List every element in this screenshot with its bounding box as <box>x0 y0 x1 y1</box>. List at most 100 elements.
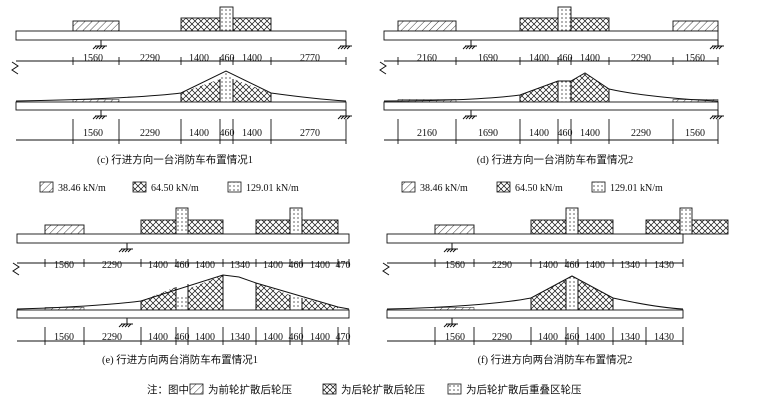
legend-swatch-cross <box>132 181 147 193</box>
rear-wheel-load-block-right-2 <box>691 219 729 235</box>
break-symbol <box>379 61 387 75</box>
dim-label: 2160 <box>417 128 437 139</box>
dim-label: 2290 <box>140 128 160 139</box>
rear-wheel-load-block-right <box>187 219 224 235</box>
legend-swatch-dots <box>227 181 242 193</box>
dim-label: 1400 <box>242 128 262 139</box>
dim-label: 2290 <box>492 332 512 343</box>
support-fixed-left <box>118 243 133 253</box>
rear-wheel-load-block-right <box>232 17 272 32</box>
dim-label: 2290 <box>631 128 651 139</box>
dim-label: 1340 <box>230 260 250 271</box>
rear-diffusion-left-2 <box>256 283 290 310</box>
support-fixed-left-lower <box>462 110 477 120</box>
break-symbol <box>12 262 20 276</box>
dimension-ticks <box>44 259 350 267</box>
beam-lower <box>383 101 719 111</box>
dim-label: 1400 <box>580 128 600 139</box>
dim-label: 1400 <box>263 260 283 271</box>
dim-label: 1560 <box>83 128 103 139</box>
support-fixed-right-lower <box>337 110 352 120</box>
beam-lower <box>16 309 350 319</box>
beam-lower <box>15 101 347 111</box>
legend-label: 64.50 kN/m <box>515 183 563 194</box>
dim-label: 1430 <box>654 332 674 343</box>
overlap-load-block-2 <box>679 207 693 235</box>
rear-diffusion-right <box>571 73 609 102</box>
dim-label: 2290 <box>102 332 122 343</box>
overlap-diffusion <box>176 295 188 310</box>
dim-label: 2160 <box>417 53 437 64</box>
overlap-load-block <box>565 207 579 235</box>
dim-label: 460 <box>289 260 304 271</box>
support-fixed-left-lower <box>443 318 458 328</box>
dim-label: 2290 <box>631 53 651 64</box>
rear-diffusion-right <box>188 275 223 310</box>
dim-label: 1560 <box>83 53 103 64</box>
dim-label: 2770 <box>300 53 320 64</box>
legend-label: 129.01 kN/m <box>610 183 663 194</box>
rear-wheel-load-block-left <box>519 17 559 32</box>
front-wheel-load-block-2 <box>672 20 719 32</box>
note-swatch-cross <box>322 383 337 395</box>
overlap-diffusion <box>566 276 578 310</box>
overlap-load-block <box>175 207 189 235</box>
dim-label: 460 <box>175 332 190 343</box>
dim-label: 1690 <box>478 53 498 64</box>
legend-swatch-hatch <box>401 181 416 193</box>
legend-swatch-hatch <box>39 181 54 193</box>
dim-label: 1400 <box>189 128 209 139</box>
dim-label: 1400 <box>189 53 209 64</box>
dim-label: 1400 <box>148 332 168 343</box>
panel-c: 1560 2290 1400 460 1400 2770 <box>11 6 352 166</box>
support-fixed-left-lower <box>118 318 133 328</box>
dim-label: 2770 <box>300 128 320 139</box>
diffused-load-diagram <box>16 274 350 311</box>
dim-label: 1400 <box>529 53 549 64</box>
dim-label: 1400 <box>585 260 605 271</box>
dim-label: 1400 <box>263 332 283 343</box>
rear-diffusion-left <box>520 81 558 102</box>
support-fixed-right <box>709 40 724 50</box>
support-fixed-right <box>337 40 352 50</box>
legend-swatch-dots <box>591 181 606 193</box>
dim-label: 1560 <box>54 260 74 271</box>
overlap-diffusion <box>558 81 571 102</box>
overlap-diffusion <box>220 71 233 102</box>
dim-label: 460 <box>565 332 580 343</box>
break-symbol <box>11 61 19 75</box>
panel-f: 1560 2290 1400 460 1400 1340 1430 <box>382 207 729 366</box>
dimension-ticks-lower <box>44 327 350 345</box>
support-fixed-left <box>443 243 458 253</box>
dim-label: 1400 <box>195 260 215 271</box>
rear-wheel-load-block-right <box>570 17 610 32</box>
panel-d: 2160 1690 1400 460 1400 2290 1560 <box>379 6 724 166</box>
dim-label: 1400 <box>195 332 215 343</box>
rear-diffusion-left <box>531 280 566 310</box>
dim-label: 1400 <box>585 332 605 343</box>
dim-label: 2290 <box>492 260 512 271</box>
dim-label: 460 <box>565 260 580 271</box>
support-fixed-left <box>92 40 107 50</box>
support-fixed-right-lower <box>709 110 724 120</box>
diffused-load-diagram <box>386 275 684 311</box>
dim-label: 470 <box>336 332 351 343</box>
front-wheel-load-block <box>44 224 85 235</box>
dim-label: 2290 <box>140 53 160 64</box>
dim-label: 1690 <box>478 128 498 139</box>
note-prefix: 注：图中 <box>147 383 189 396</box>
dim-label: 460 <box>220 53 235 64</box>
beam <box>386 233 684 244</box>
legend-label: 38.46 kN/m <box>420 183 468 194</box>
rear-diffusion-left <box>181 79 220 102</box>
dim-label: 1340 <box>620 332 640 343</box>
dim-label: 1400 <box>310 260 330 271</box>
legend-label: 129.01 kN/m <box>246 183 299 194</box>
note-swatch-dots <box>447 383 462 395</box>
overlap-load-block <box>557 6 572 32</box>
rear-wheel-load-block-left <box>140 219 177 235</box>
panel-e: 1560 2290 1400 460 1400 1340 1400 460 14… <box>12 207 351 366</box>
legend-label: 64.50 kN/m <box>151 183 199 194</box>
